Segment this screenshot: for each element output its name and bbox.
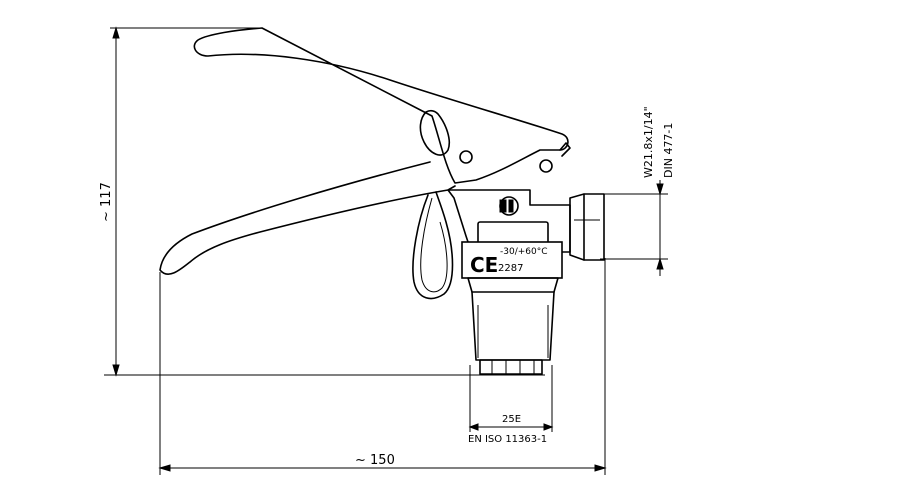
width-dimension-label: ~ 150 <box>355 453 395 468</box>
arrowhead <box>656 257 664 270</box>
height-dimension-label: ~ 117 <box>99 182 114 222</box>
notified-body-number: 2287 <box>498 263 523 274</box>
ce-mark: CE <box>470 253 498 277</box>
thread-standard-label: DIN 477-1 <box>662 123 675 178</box>
arrowhead <box>112 26 120 39</box>
lower-body <box>467 277 559 361</box>
label-plate <box>461 241 563 279</box>
pivot-pin <box>539 159 553 173</box>
bottom-thread <box>479 359 543 375</box>
indicator-mark <box>499 199 507 213</box>
outlet-dimension-label: 25E <box>502 414 521 425</box>
pivot-pin <box>459 150 473 164</box>
thread-spec-label: W21.8x1/14" <box>642 106 655 178</box>
seal-loop-inner <box>420 197 448 293</box>
temperature-range: -30/+60°C <box>500 247 548 257</box>
upper-lever <box>193 27 569 184</box>
indicator-mark <box>508 199 514 213</box>
side-outlet-nut <box>569 193 605 261</box>
arrowhead <box>656 183 664 196</box>
arrowhead <box>112 364 120 377</box>
seal-loop <box>412 191 454 300</box>
arrowhead <box>594 464 607 472</box>
arrowhead <box>158 464 171 472</box>
lever-tip <box>559 142 571 157</box>
pin-ring <box>419 109 451 156</box>
lower-handle <box>159 161 456 275</box>
arrowhead <box>468 423 479 431</box>
outlet-standard-label: EN ISO 11363-1 <box>468 434 547 445</box>
arrowhead <box>543 423 554 431</box>
valve-cap <box>477 221 549 245</box>
dimension-lines <box>104 26 668 475</box>
